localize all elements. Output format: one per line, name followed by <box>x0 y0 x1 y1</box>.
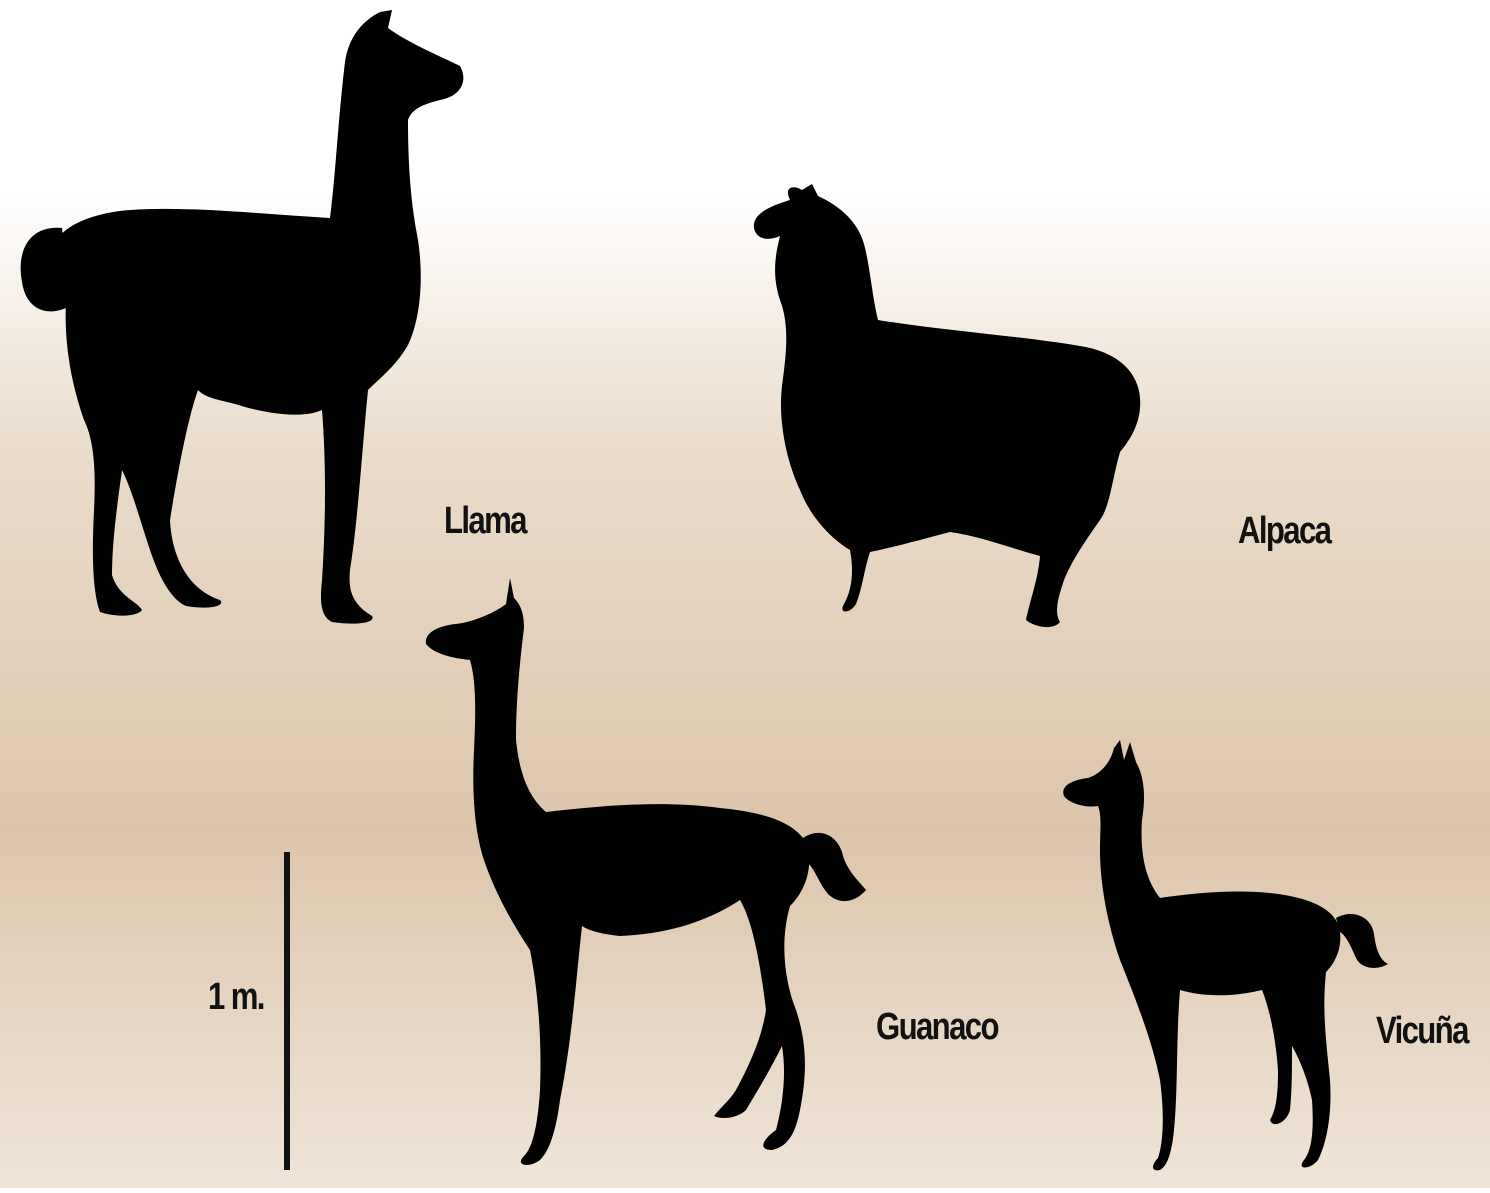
alpaca-label: Alpaca <box>1238 510 1330 553</box>
scale-bar-label: 1 m. <box>208 976 264 1019</box>
llama-label: Llama <box>444 500 526 543</box>
vicuna-label: Vicuña <box>1376 1010 1468 1053</box>
guanaco-label: Guanaco <box>876 1006 998 1049</box>
